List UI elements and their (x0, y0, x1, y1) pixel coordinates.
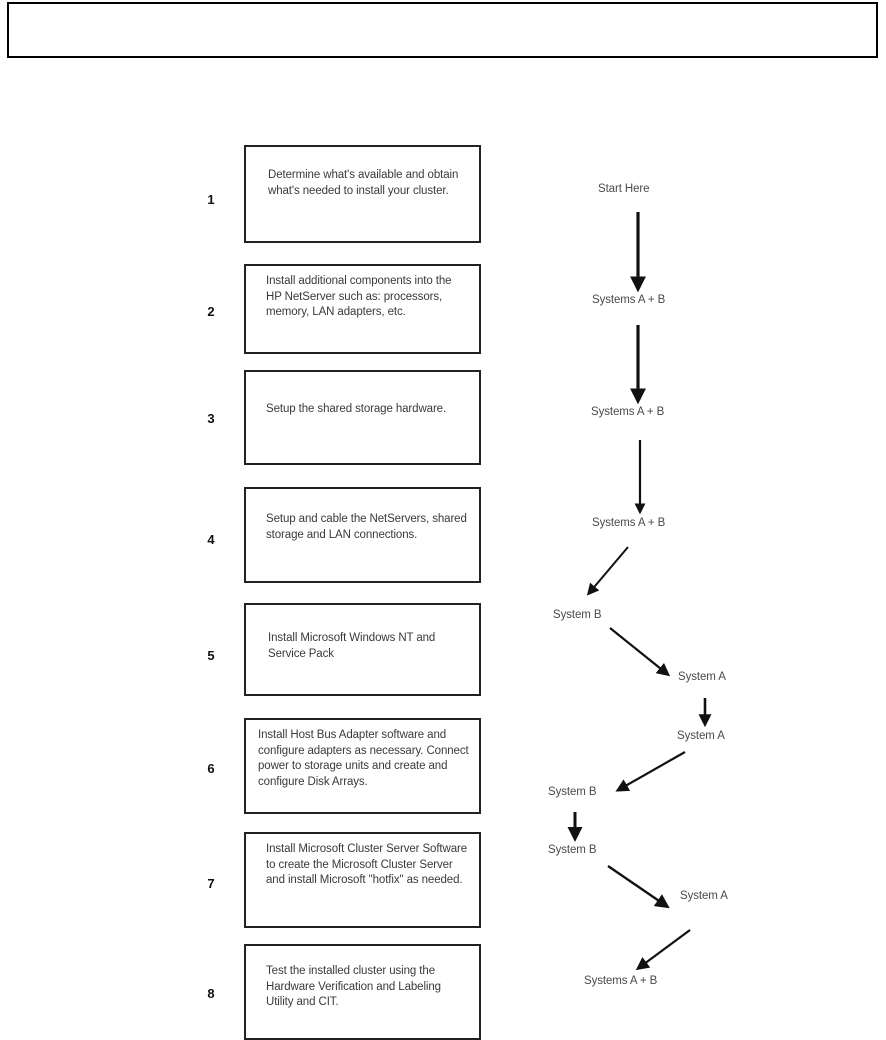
flow-node-system-b-1: System B (553, 609, 602, 621)
step-number: 3 (207, 411, 215, 426)
step-number: 7 (207, 876, 215, 891)
step-text: Install additional components into the H… (266, 275, 452, 318)
step-number: 5 (207, 648, 215, 663)
step-number: 6 (207, 761, 215, 776)
step-text: Setup and cable the NetServers, shared s… (266, 513, 467, 541)
flow-node-system-b-2: System B (548, 786, 597, 798)
step-number: 2 (207, 304, 215, 319)
step-box: Install Microsoft Windows NT and Service… (244, 603, 481, 696)
step-box: Install additional components into the H… (244, 264, 481, 354)
flow-node-systems-ab-3: Systems A + B (592, 517, 666, 529)
flow-node-systems-ab-4: Systems A + B (584, 975, 658, 987)
step-text: Test the installed cluster using the Har… (266, 965, 441, 1008)
arrow-diagonal-7 (615, 751, 686, 792)
step-text: Install Host Bus Adapter software and co… (258, 729, 469, 788)
steps-column: 1 Determine what's available and obtain … (207, 145, 481, 1040)
flow-node-system-b-3: System B (548, 844, 597, 856)
step-number: 4 (207, 532, 215, 547)
step-text: Determine what's available and obtain wh… (268, 169, 459, 197)
flow-node-system-a-1: System A (678, 671, 726, 683)
flow-node-system-a-2: System A (677, 730, 725, 742)
step-box: Install Microsoft Cluster Server Softwar… (244, 832, 481, 928)
step-box: Setup the shared storage hardware. (244, 370, 481, 465)
step-text: Install Microsoft Windows NT and Service… (268, 632, 436, 660)
step-box: Setup and cable the NetServers, shared s… (244, 487, 481, 583)
arrow-diagonal-4 (586, 546, 629, 596)
flow-node-systems-ab-1: Systems A + B (592, 294, 666, 306)
flow-node-systems-ab-2: Systems A + B (591, 406, 665, 418)
flow-node-start-here: Start Here (598, 183, 650, 195)
step-text: Install Microsoft Cluster Server Softwar… (266, 843, 468, 886)
step-box: Determine what's available and obtain wh… (244, 145, 481, 243)
flow-arrows-layer (567, 212, 712, 971)
step-number: 8 (207, 986, 215, 1001)
flow-diagram: Start Here Systems A + B Systems A + B S… (500, 0, 886, 1040)
arrow-diagonal-10 (635, 929, 691, 971)
step-box: Install Host Bus Adapter software and co… (244, 718, 481, 814)
header-bar (7, 2, 878, 58)
arrow-diagonal-9 (607, 865, 670, 909)
flow-node-system-a-3: System A (680, 890, 728, 902)
arrow-diagonal-5 (609, 627, 671, 677)
step-box: Test the installed cluster using the Har… (244, 944, 481, 1040)
step-number: 1 (207, 192, 215, 207)
step-text: Setup the shared storage hardware. (266, 403, 447, 415)
